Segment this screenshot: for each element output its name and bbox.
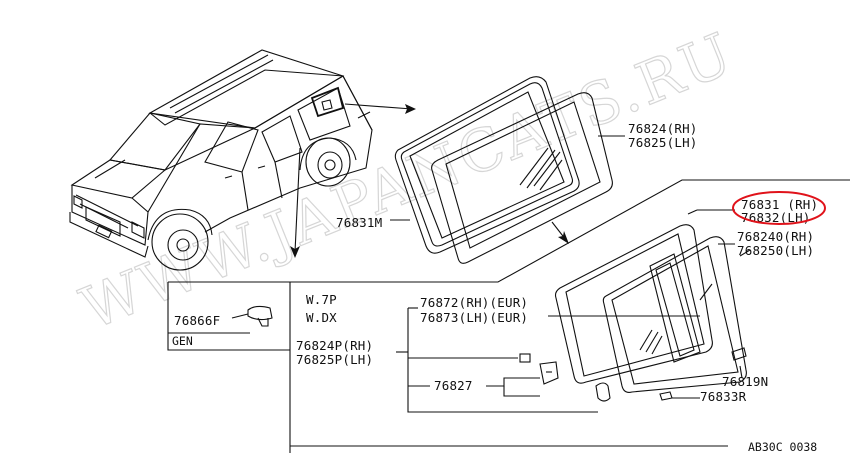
label-76825p: 76825P(LH): [296, 352, 373, 367]
bracket-frame: [289, 179, 850, 453]
upper-glass-assembly: [390, 76, 625, 264]
label-76873: 76873(LH)(EUR): [420, 310, 528, 325]
assembly-arrow: [551, 221, 569, 244]
clip-box: [167, 281, 290, 351]
label-76824-rh: 76824(RH): [628, 121, 698, 136]
label-76832-lh: 76832(LH): [741, 210, 811, 225]
label-76819n: 76819N: [722, 374, 768, 389]
label-w7p: W.7P: [306, 292, 337, 307]
label-76831m: 76831M: [336, 215, 382, 230]
label-76824q-rh: 768240(RH): [737, 229, 814, 244]
label-76866f: 76866F: [174, 313, 220, 328]
highlight-circle: [732, 191, 826, 225]
label-76824p: 76824P(RH): [296, 338, 373, 353]
label-76827: 76827: [434, 378, 473, 393]
label-gen: GEN: [172, 334, 193, 348]
label-76831-rh: 76831 (RH): [741, 197, 818, 212]
lower-glass-assembly: [519, 209, 751, 402]
watermark: WWW.JAPANCATS.RU: [72, 19, 744, 343]
label-76825q-lh: 768250(LH): [737, 243, 814, 258]
pointer-arrows: [290, 103, 416, 258]
label-76872: 76872(RH)(EUR): [420, 295, 528, 310]
callout-tree: [396, 307, 700, 413]
label-wdx: W.DX: [306, 310, 337, 325]
label-76833r: 76833R: [700, 389, 747, 404]
vehicle-illustration: [69, 49, 373, 271]
diagram-code: AB30C 0038: [748, 440, 817, 453]
label-76825-lh: 76825(LH): [628, 135, 698, 150]
